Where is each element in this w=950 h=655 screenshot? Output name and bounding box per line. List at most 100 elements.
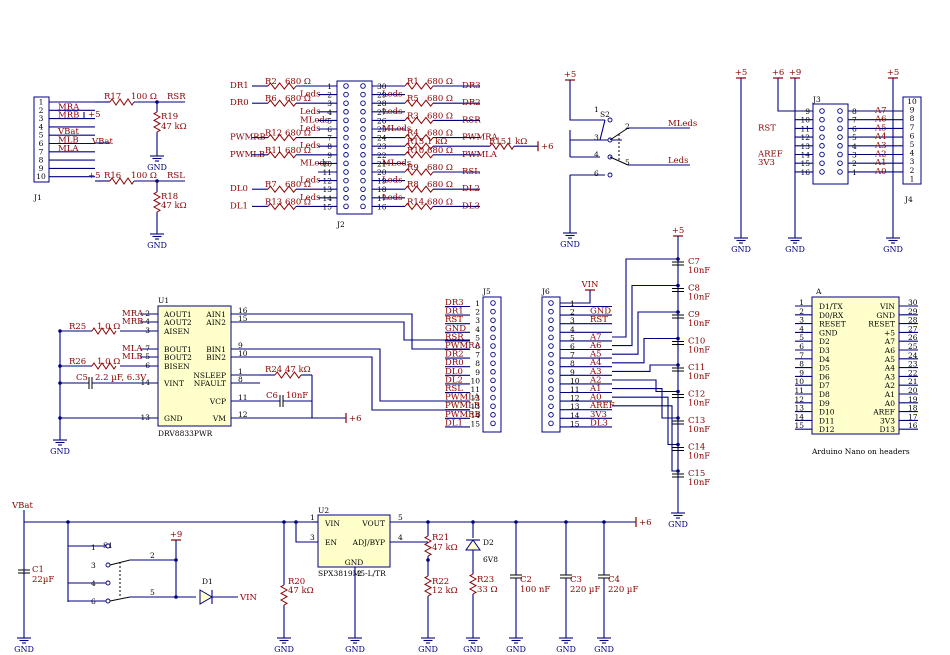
resistor-r16-ref: R16	[104, 171, 121, 181]
arduino-nano-pin-name: A1	[884, 390, 895, 399]
switch-s2-pin: 3	[594, 133, 599, 142]
arduino-nano-pin-number: 9	[799, 368, 804, 377]
resistor-ref: R13	[265, 197, 282, 207]
resistor	[404, 133, 434, 142]
connector-j3-pin	[837, 116, 843, 123]
connector-j5-pin	[490, 360, 496, 366]
net-label: Leds	[300, 193, 320, 203]
connector-j4-pin-number: 8	[910, 114, 915, 123]
connector-j4-pin-number: 2	[910, 166, 915, 175]
net-label: Leds	[300, 90, 320, 100]
resistor-value: 680 Ω	[427, 197, 453, 207]
ic-u1-pin-name: BISEN	[164, 362, 190, 371]
power-label: +6	[349, 414, 362, 424]
connector-j5-pin-number: 9	[475, 368, 480, 377]
capacitor-ref: C2	[520, 575, 532, 585]
connector-j3-pin	[837, 125, 843, 132]
net-label-leds: Leds	[668, 156, 688, 166]
net-label: DL0	[230, 184, 248, 194]
capacitor-ref: C12	[688, 390, 705, 400]
zener-d2-ref: D2	[483, 538, 494, 547]
capacitor-value: 10nF	[688, 425, 710, 435]
ic-u1-pin-name: VINT	[163, 379, 184, 388]
power-label: +9	[170, 530, 183, 540]
power-label: +5	[672, 226, 685, 236]
capacitor-value: 10nF	[688, 478, 710, 488]
capacitor-c12	[672, 394, 684, 398]
resistor-r19-value: 47 kΩ	[161, 122, 187, 132]
ground-label: GND	[731, 245, 751, 254]
connector-j2-pin	[343, 160, 349, 167]
connector-j6-pin	[548, 403, 554, 409]
arduino-nano-pin-number: 11	[794, 386, 804, 395]
ic-u2-pin-number: 4	[398, 533, 403, 542]
connector-j3-pin	[819, 134, 825, 140]
connector-j5-pin-number: 11	[470, 385, 480, 394]
arduino-nano-pin-number: 19	[908, 395, 918, 404]
ground-symbol: GND	[14, 630, 34, 654]
resistor	[404, 82, 434, 90]
resistor-r25	[91, 327, 117, 335]
arduino-nano-pin-name: A7	[884, 337, 895, 346]
switch-s1-pin: 3	[91, 561, 96, 570]
resistor-value: 680 Ω	[427, 77, 453, 87]
arduino-nano-caption: Arduino Nano on headers	[811, 447, 910, 456]
resistor-r21-ref: R21	[432, 533, 449, 543]
connector-j5-pin	[490, 412, 496, 418]
ic-u1-part: DRV8833PWR	[158, 429, 213, 438]
net-label: DR3	[462, 81, 481, 91]
ground-label: GND	[506, 645, 526, 654]
ic-u1-pin-name: AOUT2	[163, 318, 192, 327]
arduino-nano-pin-name: A5	[884, 355, 895, 364]
connector-j5-pin	[490, 369, 496, 375]
connector-j2-pin	[360, 177, 366, 184]
connector-j6-pin-number: 15	[570, 419, 580, 428]
ic-u1-pin-name: VM	[212, 414, 226, 423]
net-label: PWMRB	[445, 410, 481, 420]
ground-label: GND	[594, 645, 614, 654]
net-label: MLeds	[382, 158, 411, 168]
connector-j6-pin	[548, 300, 554, 306]
power-flag: +6	[537, 141, 554, 152]
arduino-nano-pin-number: 8	[799, 360, 804, 369]
resistor-r25-ref: R25	[69, 322, 86, 332]
capacitor-value: 10nF	[688, 372, 710, 382]
capacitor-c5-value: 2.2 µF, 6.3V	[95, 373, 147, 383]
ground-symbol: GND	[594, 630, 614, 654]
ic-u1-pin-number: 16	[238, 306, 248, 315]
resistor-ref: R8	[407, 180, 419, 190]
arduino-nano-pin-name: A0	[884, 399, 895, 408]
resistor-r26-value: 1.0 Ω	[97, 357, 120, 367]
capacitor-ref: C9	[688, 310, 700, 320]
switch-arm	[609, 156, 629, 166]
resistor	[404, 202, 434, 211]
net-label: DR0	[445, 358, 464, 368]
power-label-plus5: +5	[88, 171, 101, 181]
connector-j1-pin-number: 9	[39, 164, 44, 173]
ground-label: GND	[668, 520, 688, 529]
connector-j3-pin	[837, 108, 843, 114]
net-label: A1	[589, 384, 602, 394]
net-label: MLB	[122, 352, 143, 362]
resistor-r22-value: 12 kΩ	[432, 586, 458, 596]
junction-dot	[676, 469, 680, 473]
wire	[260, 321, 470, 341]
ic-u1-pin-name: BOUT2	[164, 353, 192, 362]
resistor-value: 680 Ω	[427, 111, 453, 121]
connector-j3-pin	[819, 169, 825, 175]
resistor-ref: R7	[265, 180, 277, 190]
ground-label: GND	[463, 645, 483, 654]
net-label: DL3	[462, 201, 480, 211]
arduino-nano-pin-name: RESET	[819, 320, 846, 329]
ic-u2-pin-number: 1	[310, 513, 315, 522]
wire	[612, 396, 678, 446]
wire	[560, 290, 591, 304]
arduino-nano-pin-number: 29	[908, 307, 918, 316]
connector-j6-pin-number: 5	[570, 333, 575, 342]
connector-j1-pin-number: 2	[39, 106, 44, 115]
connector-j4-pin-number: 3	[910, 157, 915, 166]
ic-u1-pin-number: 8	[238, 375, 243, 384]
junction-dot	[174, 558, 178, 562]
connector-j5-pin	[490, 420, 496, 427]
